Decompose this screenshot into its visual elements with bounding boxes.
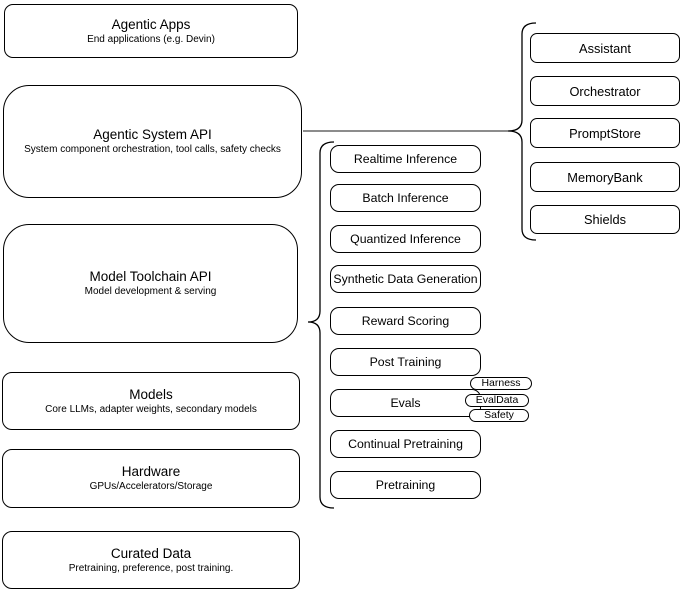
node-label: Continual Pretraining: [348, 437, 463, 451]
node-label: Evals: [390, 396, 421, 410]
node-subtitle: Pretraining, preference, post training.: [68, 562, 234, 574]
node-title: Curated Data: [110, 545, 192, 561]
node-subtitle: GPUs/Accelerators/Storage: [89, 481, 213, 492]
node-agentic-system-api: Agentic System API System component orch…: [3, 85, 302, 198]
node-label: Assistant: [579, 40, 631, 56]
node-promptstore: PromptStore: [530, 118, 680, 148]
node-synthetic-data-generation: Synthetic Data Generation: [330, 265, 481, 293]
node-label: Post Training: [369, 355, 442, 369]
brace-toolchain: [307, 141, 335, 509]
node-assistant: Assistant: [530, 33, 680, 63]
node-quantized-inference: Quantized Inference: [330, 225, 481, 253]
node-title: Hardware: [121, 464, 181, 479]
node-label: Quantized Inference: [350, 232, 461, 246]
node-title: Model Toolchain API: [89, 269, 212, 284]
node-label: Realtime Inference: [353, 152, 458, 166]
brace-system-components: [507, 22, 537, 241]
tag-safety: Safety: [469, 409, 529, 422]
tag-harness: Harness: [470, 377, 532, 390]
node-label: MemoryBank: [567, 169, 643, 185]
node-title: Models: [129, 386, 173, 402]
node-agentic-apps: Agentic Apps End applications (e.g. Devi…: [4, 4, 298, 58]
node-model-toolchain-api: Model Toolchain API Model development & …: [3, 224, 298, 343]
node-title: Agentic System API: [93, 127, 212, 142]
node-label: Orchestrator: [569, 83, 641, 99]
node-batch-inference: Batch Inference: [330, 184, 481, 212]
node-label: Synthetic Data Generation: [333, 272, 478, 286]
tag-label: EvalData: [475, 394, 519, 407]
node-label: Reward Scoring: [361, 314, 450, 328]
node-models: Models Core LLMs, adapter weights, secon…: [2, 372, 300, 430]
node-subtitle: Model development & serving: [84, 286, 217, 297]
node-post-training: Post Training: [330, 348, 481, 376]
node-pretraining: Pretraining: [330, 471, 481, 499]
node-subtitle: System component orchestration, tool cal…: [24, 144, 281, 155]
node-orchestrator: Orchestrator: [530, 76, 680, 106]
node-realtime-inference: Realtime Inference: [330, 145, 481, 173]
node-continual-pretraining: Continual Pretraining: [330, 430, 481, 458]
node-title: Agentic Apps: [111, 16, 191, 32]
tag-evaldata: EvalData: [465, 394, 529, 407]
node-label: Batch Inference: [362, 191, 449, 205]
node-hardware: Hardware GPUs/Accelerators/Storage: [2, 449, 300, 508]
node-label: PromptStore: [569, 125, 641, 141]
tag-label: Harness: [481, 377, 521, 390]
node-evals: Evals: [330, 389, 481, 417]
node-label: Pretraining: [375, 478, 436, 492]
node-reward-scoring: Reward Scoring: [330, 307, 481, 335]
node-subtitle: Core LLMs, adapter weights, secondary mo…: [45, 403, 257, 415]
node-subtitle: End applications (e.g. Devin): [87, 33, 215, 45]
node-shields: Shields: [530, 205, 680, 234]
tag-label: Safety: [484, 409, 514, 422]
node-memorybank: MemoryBank: [530, 162, 680, 192]
node-curated-data: Curated Data Pretraining, preference, po…: [2, 531, 300, 589]
node-label: Shields: [584, 212, 626, 227]
